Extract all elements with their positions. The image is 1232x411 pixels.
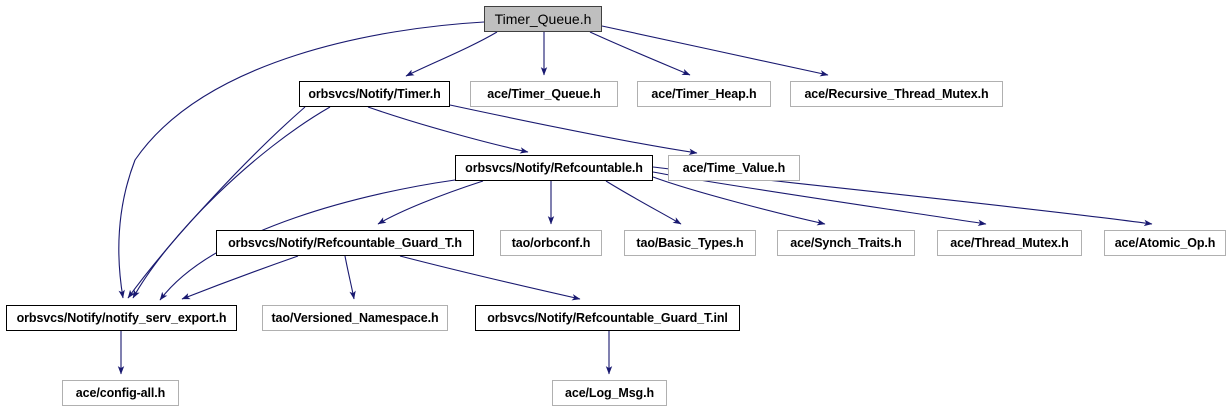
edge-orbsvcs_notify_refcountable_guard_t_h-to-tao_versioned_namespace_h (344, 255, 356, 300)
graph-node-timer_queue_h[interactable]: Timer_Queue.h (484, 6, 602, 32)
graph-node-orbsvcs_notify_timer_h[interactable]: orbsvcs/Notify/Timer.h (299, 81, 450, 107)
edge-timer_queue_h-to-ace_recursive_thread_mutex_h (601, 25, 829, 77)
edge-timer_queue_h-to-orbsvcs_notify_timer_h (405, 31, 498, 77)
graph-node-label: ace/Recursive_Thread_Mutex.h (804, 86, 989, 101)
graph-node-label: ace/config-all.h (75, 385, 166, 400)
graph-node-orbsvcs_notify_notify_serv_export_h[interactable]: orbsvcs/Notify/notify_serv_export.h (6, 305, 237, 331)
graph-node-label: ace/Time_Value.h (682, 160, 786, 175)
edge-orbsvcs_notify_timer_h-to-orbsvcs_notify_notify_serv_export_h (132, 106, 331, 299)
edge-orbsvcs_notify_refcountable_guard_t_h-to-orbsvcs_notify_refcountable_guard_t_inl (399, 255, 581, 301)
graph-node-label: ace/Thread_Mutex.h (950, 235, 1069, 250)
edge-timer_queue_h-to-orbsvcs_notify_notify_serv_export_h (118, 21, 485, 299)
graph-node-ace_recursive_thread_mutex_h[interactable]: ace/Recursive_Thread_Mutex.h (790, 81, 1003, 107)
graph-node-label: tao/Versioned_Namespace.h (271, 310, 439, 325)
graph-node-ace_atomic_op_h[interactable]: ace/Atomic_Op.h (1104, 230, 1226, 256)
edge-orbsvcs_notify_refcountable_h-to-ace_synch_traits_h (652, 176, 826, 226)
edge-orbsvcs_notify_refcountable_h-to-orbsvcs_notify_refcountable_guard_t_h (377, 180, 484, 225)
graph-node-label: orbsvcs/Notify/Refcountable_Guard_T.h (228, 235, 462, 250)
graph-node-ace_timer_heap_h[interactable]: ace/Timer_Heap.h (637, 81, 771, 107)
graph-node-label: Timer_Queue.h (494, 11, 592, 27)
graph-node-tao_basic_types_h[interactable]: tao/Basic_Types.h (624, 230, 756, 256)
graph-node-tao_orbconf_h[interactable]: tao/orbconf.h (500, 230, 602, 256)
graph-node-label: orbsvcs/Notify/Refcountable_Guard_T.inl (487, 310, 728, 325)
graph-node-ace_thread_mutex_h[interactable]: ace/Thread_Mutex.h (937, 230, 1082, 256)
graph-node-label: ace/Timer_Heap.h (651, 86, 757, 101)
graph-node-ace_log_msg_h[interactable]: ace/Log_Msg.h (552, 380, 667, 406)
graph-node-tao_versioned_namespace_h[interactable]: tao/Versioned_Namespace.h (262, 305, 448, 331)
graph-node-label: ace/Synch_Traits.h (790, 235, 902, 250)
graph-node-orbsvcs_notify_refcountable_h[interactable]: orbsvcs/Notify/Refcountable.h (455, 155, 653, 181)
graph-node-label: ace/Timer_Queue.h (487, 86, 601, 101)
graph-node-label: tao/orbconf.h (511, 235, 591, 250)
graph-node-label: orbsvcs/Notify/notify_serv_export.h (16, 310, 227, 325)
graph-node-ace_synch_traits_h[interactable]: ace/Synch_Traits.h (777, 230, 915, 256)
graph-node-label: orbsvcs/Notify/Refcountable.h (465, 160, 643, 175)
graph-node-label: ace/Log_Msg.h (565, 385, 654, 400)
graph-node-label: orbsvcs/Notify/Timer.h (308, 86, 441, 101)
graph-node-label: ace/Atomic_Op.h (1114, 235, 1216, 250)
graph-node-ace_time_value_h[interactable]: ace/Time_Value.h (668, 155, 800, 181)
graph-node-ace_config_all_h[interactable]: ace/config-all.h (62, 380, 179, 406)
edge-orbsvcs_notify_timer_h-to-orbsvcs_notify_notify_serv_export_h (127, 106, 306, 299)
edge-orbsvcs_notify_timer_h-to-orbsvcs_notify_refcountable_h (367, 106, 529, 154)
edge-orbsvcs_notify_timer_h-to-ace_time_value_h (449, 104, 698, 155)
graph-node-orbsvcs_notify_refcountable_guard_t_inl[interactable]: orbsvcs/Notify/Refcountable_Guard_T.inl (475, 305, 740, 331)
edge-orbsvcs_notify_refcountable_guard_t_h-to-orbsvcs_notify_notify_serv_export_h (181, 255, 299, 300)
graph-node-orbsvcs_notify_refcountable_guard_t_h[interactable]: orbsvcs/Notify/Refcountable_Guard_T.h (216, 230, 474, 256)
graph-node-ace_timer_queue_h[interactable]: ace/Timer_Queue.h (470, 81, 618, 107)
edge-orbsvcs_notify_refcountable_h-to-tao_basic_types_h (605, 180, 682, 225)
graph-node-label: tao/Basic_Types.h (636, 235, 744, 250)
edge-timer_queue_h-to-ace_timer_heap_h (589, 31, 691, 76)
